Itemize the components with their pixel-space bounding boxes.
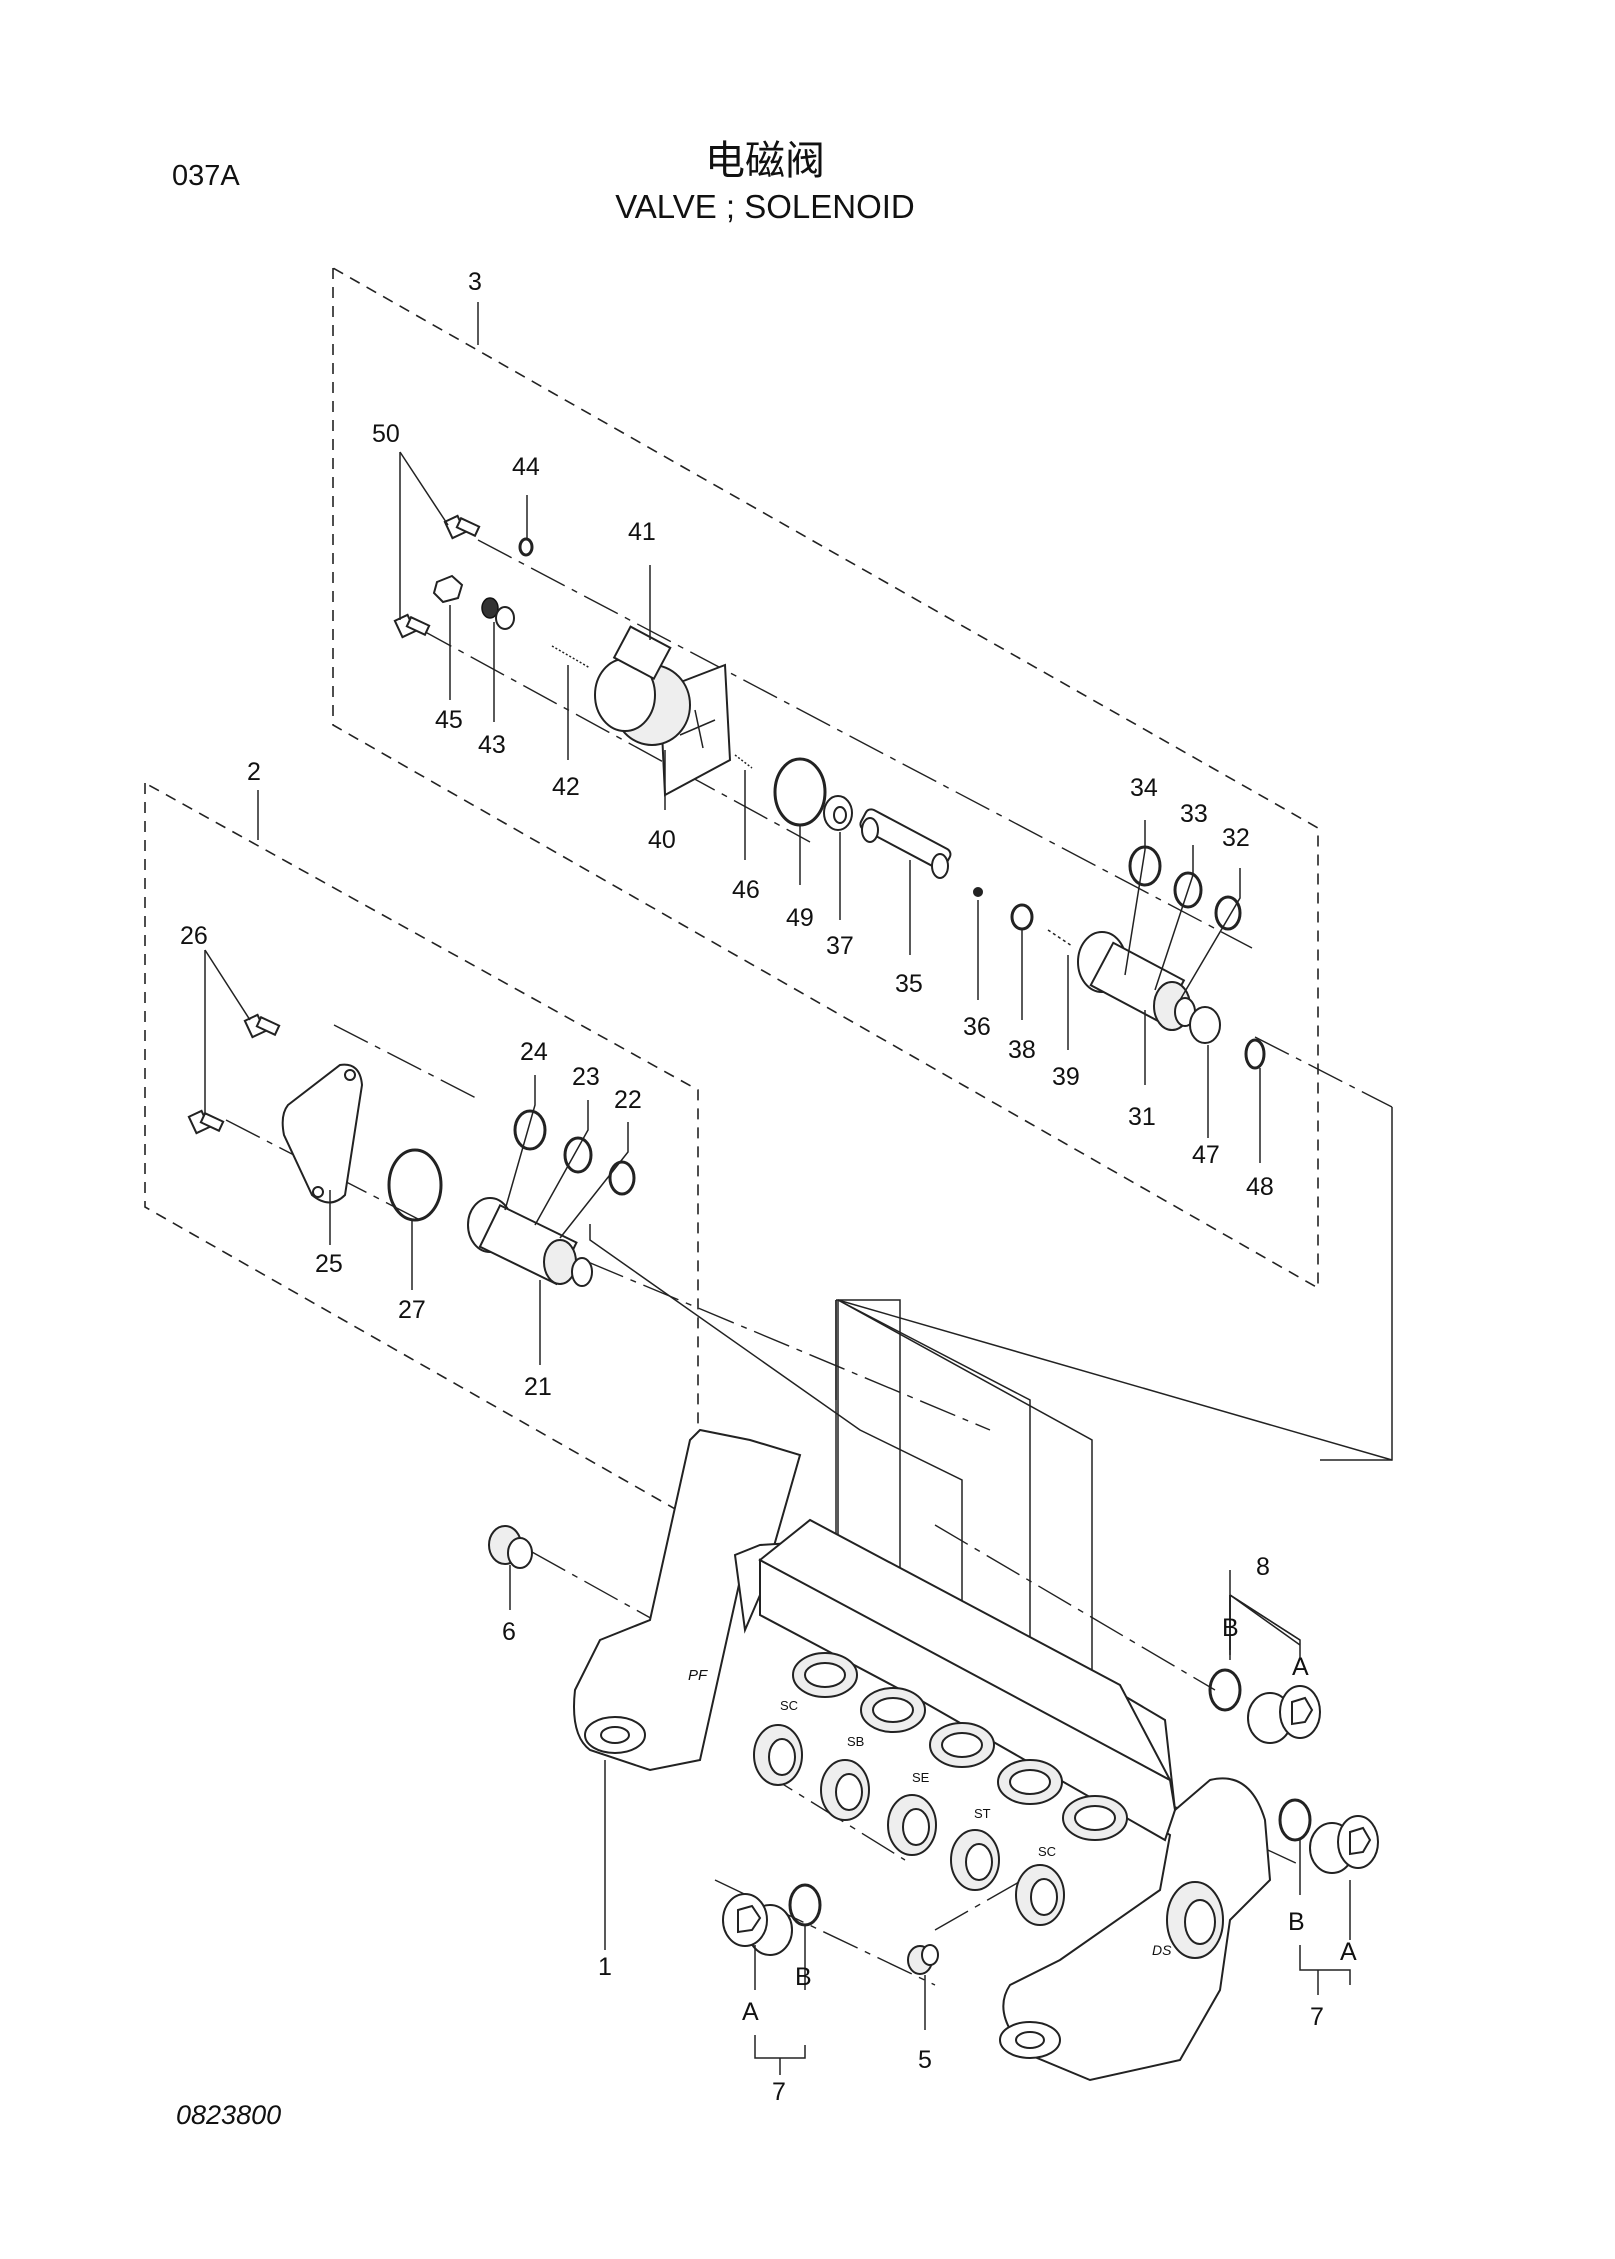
callout-31: 31 [1128, 1103, 1156, 1131]
washer-icon [823, 795, 853, 831]
callout-34: 34 [1130, 774, 1158, 802]
port-markings: PF SC SB SE ST SC DS [688, 1667, 1172, 1958]
nut-icon [432, 574, 464, 604]
callout-22: 22 [614, 1086, 642, 1114]
callout-39: 39 [1052, 1063, 1080, 1091]
callouts: 3 50 44 41 45 43 42 40 46 49 37 35 36 38… [180, 268, 1357, 2106]
spring-icon [551, 645, 591, 669]
o-ring-icon [608, 1160, 636, 1196]
callout-44: 44 [512, 453, 540, 481]
callout-3: 3 [468, 268, 482, 296]
hex-plug-icon [722, 1893, 793, 1956]
plug-icon [488, 1525, 533, 1569]
callout-32: 32 [1222, 824, 1250, 852]
sleeve-icon [1077, 931, 1196, 1031]
snap-ring-icon [1244, 1038, 1266, 1070]
bolt-icon [243, 1013, 281, 1039]
port-marking-sc: SC [780, 1698, 798, 1713]
callout-47: 47 [1192, 1141, 1220, 1169]
o-ring-icon [518, 537, 534, 557]
o-ring-icon [513, 1109, 547, 1151]
callout-7: 7 [772, 2078, 786, 2106]
callout-7: 7 [1310, 2003, 1324, 2031]
callout-a: A [1292, 1653, 1309, 1681]
callout-35: 35 [895, 970, 923, 998]
assembly-axis-lines [225, 539, 1393, 1986]
callout-26: 26 [180, 922, 208, 950]
o-ring-icon [1173, 871, 1203, 909]
drawing-number: 0823800 [176, 2100, 282, 2130]
port-marking-sc: SC [1038, 1844, 1056, 1859]
port-marking-sb: SB [847, 1734, 864, 1749]
callout-43: 43 [478, 731, 506, 759]
spool-icon [859, 808, 952, 879]
group-2-parts [187, 1013, 636, 1287]
callout-a: A [1340, 1938, 1357, 1966]
port-marking-se: SE [912, 1770, 930, 1785]
callout-b: B [795, 1963, 812, 1991]
page-code: 037A [172, 160, 240, 192]
callout-40: 40 [648, 826, 676, 854]
callout-36: 36 [963, 1013, 991, 1041]
cover-plate-icon [281, 1063, 364, 1204]
hex-plug-icon [1309, 1815, 1379, 1874]
spring-icon [1047, 929, 1073, 947]
callout-b: B [1222, 1614, 1239, 1642]
callout-37: 37 [826, 932, 854, 960]
plug-icon [1189, 1006, 1221, 1044]
title-english: VALVE ; SOLENOID [615, 188, 915, 225]
bolt-icon [443, 514, 481, 540]
o-ring-icon [1278, 1798, 1312, 1842]
port-marking-ds: DS [1152, 1942, 1172, 1958]
hex-plug-icon [1247, 1685, 1321, 1744]
bolt-icon [187, 1109, 225, 1135]
adjuster-fitting-icon [481, 597, 515, 630]
callout-25: 25 [315, 1250, 343, 1278]
callout-27: 27 [398, 1296, 426, 1324]
o-ring-icon [1214, 895, 1242, 931]
callout-38: 38 [1008, 1036, 1036, 1064]
valve-body-icon [573, 1428, 1272, 2082]
callout-a: A [742, 1998, 759, 2026]
sleeve-icon [467, 1197, 593, 1287]
callout-33: 33 [1180, 800, 1208, 828]
callout-41: 41 [628, 518, 656, 546]
callout-42: 42 [552, 773, 580, 801]
spring-icon [734, 754, 753, 769]
o-ring-icon [387, 1148, 443, 1222]
plug-icon [907, 1944, 939, 1975]
bolt-icon [393, 613, 431, 639]
callout-50: 50 [372, 420, 400, 448]
callout-8: 8 [1256, 1553, 1270, 1581]
ball-icon [973, 887, 983, 897]
o-ring-icon [563, 1136, 593, 1174]
leader-lines [204, 302, 1351, 2075]
callout-1: 1 [598, 1953, 612, 1981]
port-marking-st: ST [974, 1806, 991, 1821]
callout-5: 5 [918, 2046, 932, 2074]
group-3-boundary [332, 266, 1319, 1290]
callout-24: 24 [520, 1038, 548, 1066]
o-ring-icon [1208, 1668, 1242, 1712]
solenoid-coil-icon [594, 625, 732, 797]
group-3-parts [393, 514, 1266, 1070]
callout-48: 48 [1246, 1173, 1274, 1201]
o-ring-icon [788, 1883, 822, 1927]
o-ring-icon [773, 757, 827, 827]
callout-2: 2 [247, 758, 261, 786]
callout-21: 21 [524, 1373, 552, 1401]
callout-23: 23 [572, 1063, 600, 1091]
callout-45: 45 [435, 706, 463, 734]
title-chinese: 电磁阀 [705, 138, 825, 184]
callout-6: 6 [502, 1618, 516, 1646]
callout-49: 49 [786, 904, 814, 932]
callout-46: 46 [732, 876, 760, 904]
port-marking-pf: PF [688, 1667, 708, 1684]
callout-b: B [1288, 1908, 1305, 1936]
ring-icon [1010, 903, 1034, 931]
